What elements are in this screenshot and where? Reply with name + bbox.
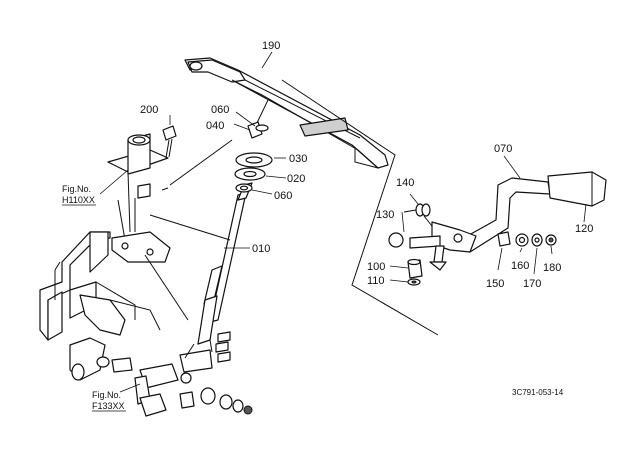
washers-150-180 <box>497 231 557 247</box>
part-190-handle <box>184 57 389 169</box>
label-060-upper: 060 <box>211 104 229 116</box>
label-160: 160 <box>511 260 529 272</box>
part-labels: 190 200 060 040 030 020 060 010 070 120 … <box>140 40 593 290</box>
fig-ref-code-2[interactable]: F133XX <box>92 401 125 411</box>
washer-stack <box>234 121 273 193</box>
drawing-code: 3C791-053-14 <box>512 388 564 397</box>
label-040: 040 <box>206 120 224 132</box>
label-030: 030 <box>289 153 307 165</box>
column-support <box>107 133 171 263</box>
figure-ref-f133xx[interactable]: Fig.No. F133XX <box>92 390 126 412</box>
label-180: 180 <box>543 262 561 274</box>
lower-linkage <box>96 331 253 417</box>
label-120: 120 <box>575 223 593 235</box>
part-010-shaft <box>179 182 253 373</box>
label-170: 170 <box>523 278 541 290</box>
part-200-bolt <box>162 115 177 159</box>
part-100-collar <box>407 258 423 279</box>
part-140-spring <box>403 203 433 227</box>
leader-lines <box>99 51 587 393</box>
label-020: 020 <box>287 173 305 185</box>
label-010: 010 <box>252 243 270 255</box>
fig-ref-code-1[interactable]: H110XX <box>62 195 95 205</box>
label-060-lower: 060 <box>274 190 292 202</box>
part-110-nut <box>407 278 421 286</box>
part-070-lever <box>459 171 607 253</box>
fig-ref-title-1: Fig.No. <box>62 184 91 194</box>
chassis-frame <box>39 231 161 381</box>
part-130-knob-bracket <box>388 221 477 271</box>
label-070: 070 <box>494 143 512 155</box>
label-110: 110 <box>367 275 385 287</box>
label-190: 190 <box>262 40 280 52</box>
fig-ref-title-2: Fig.No. <box>92 390 121 400</box>
label-100: 100 <box>367 261 385 273</box>
label-140: 140 <box>396 177 414 189</box>
label-130: 130 <box>376 209 394 221</box>
label-150: 150 <box>486 278 504 290</box>
label-200: 200 <box>140 104 158 116</box>
assembly-outline <box>144 79 439 336</box>
figure-ref-h110xx[interactable]: Fig.No. H110XX <box>62 184 96 206</box>
